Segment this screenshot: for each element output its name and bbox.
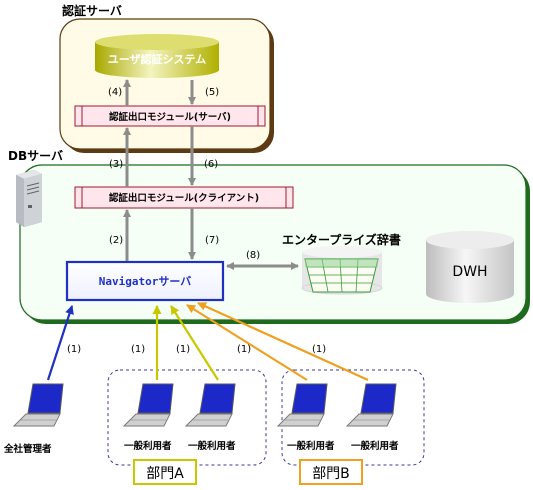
department-a-label-box <box>133 459 197 485</box>
step-label-8: (8) <box>246 250 260 261</box>
enterprise-dictionary-label: エンタープライズ辞書 <box>282 232 401 247</box>
step-label-5: (5) <box>205 87 219 98</box>
auth-module-client-box <box>74 186 294 209</box>
step-label-3: (3) <box>109 159 123 170</box>
gray-flow-arrows <box>123 79 299 270</box>
general-user-label-b2: 一般利用者 <box>351 440 399 452</box>
auth-module-client-label: 認証出口モジュール(クライアント) <box>109 192 259 204</box>
step-label-1-b1: (1) <box>237 344 251 355</box>
user-auth-system-cylinder <box>95 34 219 78</box>
auth-module-server-label: 認証出口モジュール(サーバ) <box>109 111 231 123</box>
enterprise-dictionary-icon <box>301 246 383 295</box>
general-user-label-a2: 一般利用者 <box>188 440 236 452</box>
laptop-icon-dept-b-2 <box>345 383 397 427</box>
admin-user-label: 全社管理者 <box>3 443 52 455</box>
department-b-label-box <box>299 459 363 485</box>
dwh-cylinder <box>426 231 514 303</box>
department-a-group <box>107 369 267 466</box>
laptop-icon-admin <box>12 383 64 427</box>
step-label-7: (7) <box>205 235 219 246</box>
laptop-icon-dept-a-2 <box>184 383 236 427</box>
laptop-icon-dept-a-1 <box>122 383 174 427</box>
auth-server-title: 認証サーバ <box>62 3 122 18</box>
dwh-label: DWH <box>452 264 487 280</box>
navigator-server-box <box>65 260 225 302</box>
general-user-label-a1: 一般利用者 <box>124 440 172 452</box>
step-label-1-a1: (1) <box>131 344 145 355</box>
department-a-label: 部門A <box>146 466 184 482</box>
db-server-title: DBサーバ <box>8 149 63 163</box>
request-arrows <box>46 301 369 382</box>
arrow-dept-b-user1 <box>186 304 308 381</box>
step-label-6: (6) <box>204 159 218 170</box>
step-label-1-a2: (1) <box>176 344 190 355</box>
arrow-admin-to-navigator <box>46 305 74 381</box>
department-b-group <box>281 369 425 466</box>
auth-module-server-box <box>74 105 266 127</box>
step-label-1-b2: (1) <box>312 344 326 355</box>
server-tower-icon <box>16 170 42 227</box>
step-label-2: (2) <box>109 235 123 246</box>
navigator-server-label: Navigatorサーバ <box>99 275 192 288</box>
department-b-label: 部門B <box>312 466 350 482</box>
arrow-dept-b-user2 <box>197 301 369 382</box>
step-label-1-admin: (1) <box>67 344 81 355</box>
step-label-4: (4) <box>108 87 122 98</box>
laptop-icon-dept-b-1 <box>276 383 328 427</box>
arrow-dept-a-user2 <box>170 305 219 381</box>
general-user-label-b1: 一般利用者 <box>287 440 335 452</box>
user-auth-system-label: ユーザ認証システム <box>108 52 206 66</box>
